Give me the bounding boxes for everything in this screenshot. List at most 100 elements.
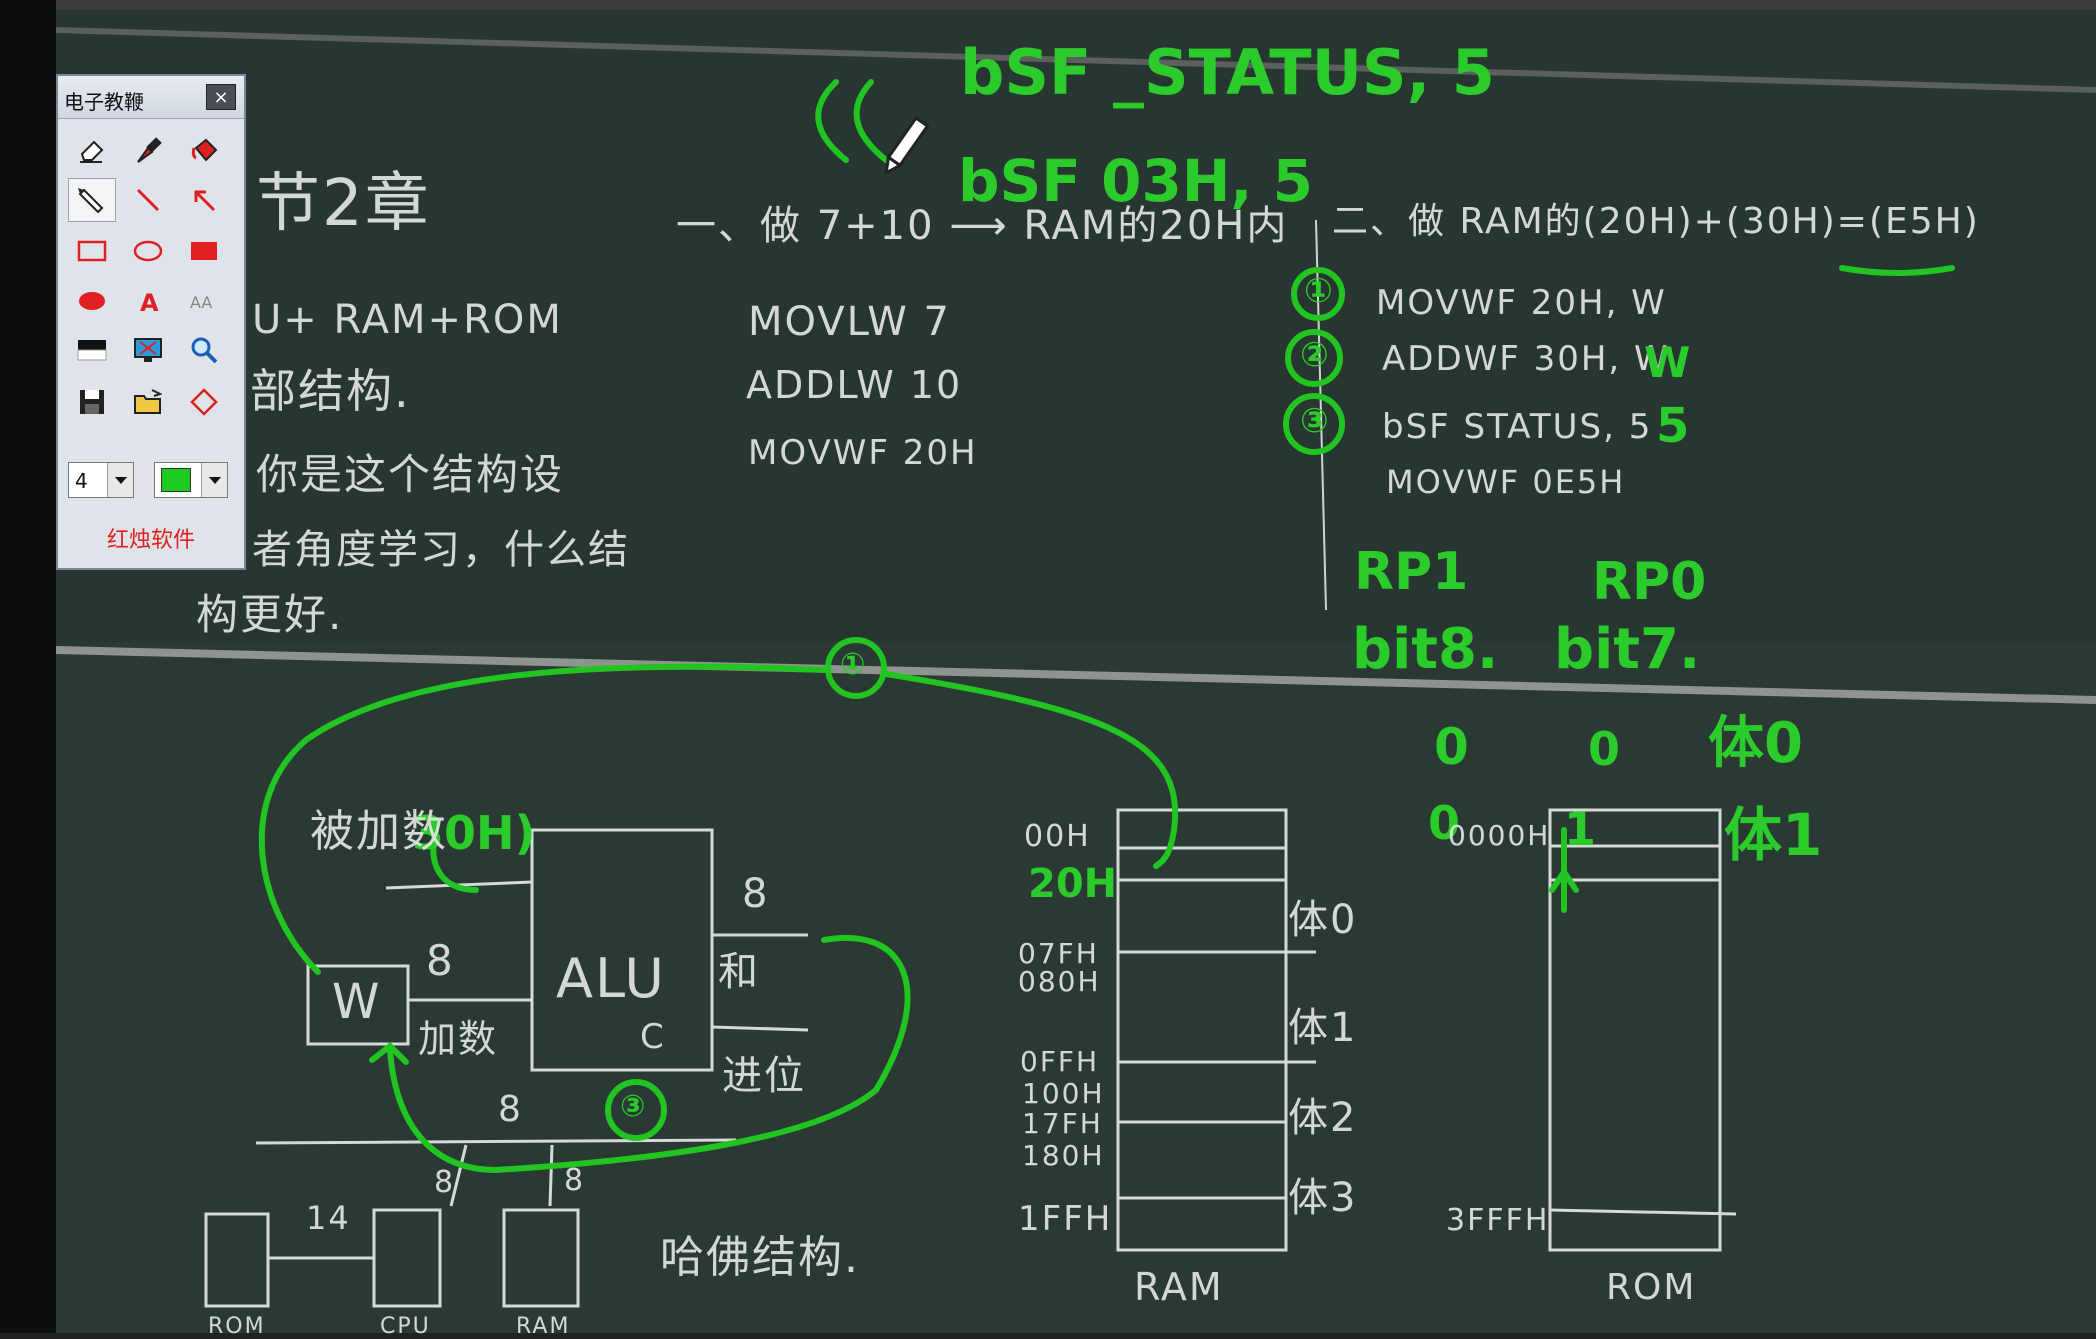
zoom-icon[interactable]: [180, 328, 228, 372]
diamond-icon[interactable]: [180, 380, 228, 424]
rom-column-label: ROM: [1606, 1267, 1697, 1308]
window-top-bar: [0, 0, 2096, 10]
rp1-val-0b: 0: [1428, 796, 1461, 850]
task1-code-3: MOVWF 20H: [748, 433, 978, 473]
pen-icon[interactable]: [68, 178, 116, 222]
screen-icon[interactable]: [124, 328, 172, 372]
pen-color-dropdown-button[interactable]: [201, 463, 227, 497]
toolbar-window[interactable]: 电子教鞭 ×: [56, 74, 246, 570]
filled-rectangle-icon[interactable]: [180, 228, 228, 272]
ram-bank-0: 体0: [1288, 897, 1358, 943]
ram-addr-00h: 00H: [1024, 819, 1091, 854]
ram-addr-17fh: 17FH: [1022, 1107, 1103, 1140]
task1-title: 一、做 7+10 ⟶ RAM的20H内: [676, 203, 1289, 249]
ellipse-icon[interactable]: [124, 228, 172, 272]
ram-addr-0ffh: 0FFH: [1020, 1045, 1100, 1078]
screen-black-icon[interactable]: [68, 328, 116, 372]
bottom-box-rom: ROM: [208, 1314, 266, 1339]
note-line-5: 构更好.: [196, 590, 344, 639]
augend-label: 被加数: [310, 806, 448, 857]
chapter-title: 节2章: [256, 167, 431, 241]
close-button[interactable]: ×: [206, 84, 236, 110]
note-line-2: 部结构.: [250, 364, 411, 418]
board-frame-divider: [56, 646, 2096, 704]
svg-text:AA: AA: [190, 293, 212, 312]
bit7-label: bit7.: [1554, 617, 1701, 682]
task1-code-1: MOVLW 7: [748, 299, 951, 345]
addend-label: 加数: [418, 1017, 499, 1061]
w-register: W: [332, 974, 382, 1030]
rp0-label: RP0: [1592, 552, 1707, 612]
pen-color-select[interactable]: [154, 462, 228, 498]
pen-cursor-icon: [884, 115, 930, 176]
ram-addr-07fh: 07FH: [1018, 937, 1099, 970]
tool-grid: A AA: [62, 126, 240, 514]
rom-memory-map: [1548, 808, 1737, 1252]
task2-title: 二、做 RAM的(20H)+(30H)=(E5H): [1332, 201, 1980, 242]
bus-width-sum: 8: [742, 871, 770, 917]
eraser-icon[interactable]: [68, 128, 116, 172]
chevron-down-icon: [209, 477, 221, 484]
alu-label: ALU: [556, 947, 666, 1010]
ram-bank-2: 体2: [1288, 1095, 1358, 1141]
harvard-label: 哈佛结构.: [660, 1232, 860, 1283]
svg-text:A: A: [140, 289, 159, 316]
filled-ellipse-icon[interactable]: [68, 278, 116, 322]
sum-label: 和: [718, 949, 760, 995]
rom-addr-3fffh: 3FFFH: [1446, 1203, 1550, 1238]
bit8-label: bit8.: [1352, 617, 1499, 682]
paint-bucket-icon[interactable]: [180, 128, 228, 172]
bus-width-cpu: 8: [434, 1165, 456, 1200]
font-size-icon[interactable]: AA: [180, 278, 228, 322]
green-five: 5: [1656, 398, 1690, 454]
arrow-icon[interactable]: [180, 178, 228, 222]
board-frame-top: [56, 27, 2096, 93]
chevron-down-icon: [115, 477, 127, 484]
pen-width-select[interactable]: 4: [68, 462, 134, 498]
blackboard-photo: 节2章 U+ RAM+ROM 部结构. 你是这个结构设 者角度学习，什么结 构更…: [56, 10, 2096, 1338]
rp1-val-0: 0: [1434, 718, 1469, 776]
alu-carry-c: C: [640, 1017, 666, 1057]
toolbar-title: 电子教鞭: [64, 90, 144, 114]
ram-addr-1ffh: 1FFH: [1018, 1199, 1113, 1239]
green-note-top1: bSF _STATUS, 5: [960, 36, 1495, 109]
rp0-val-0: 0: [1588, 722, 1621, 776]
green-20h: 20H: [1028, 861, 1118, 907]
green-bank1: 体1: [1724, 801, 1823, 869]
green-circle-1: ①: [840, 647, 866, 682]
bus-width-ram: 8: [564, 1163, 586, 1198]
ram-bank-3: 体3: [1288, 1175, 1358, 1221]
text-icon[interactable]: A: [124, 278, 172, 322]
ram-memory-map: [1116, 808, 1316, 1252]
task1-code-2: ADDLW 10: [746, 363, 963, 407]
board-drawings: [56, 10, 2096, 1333]
open-icon[interactable]: [124, 380, 172, 424]
bottom-box-ram: RAM: [516, 1314, 571, 1339]
ram-addr-100h: 100H: [1022, 1077, 1105, 1110]
task2-code-3: bSF STATUS, 5: [1382, 407, 1653, 447]
rp1-label: RP1: [1354, 542, 1469, 602]
bus-width-main: 8: [498, 1089, 523, 1130]
left-dark-strip: [0, 0, 56, 1333]
ram-addr-180h: 180H: [1022, 1139, 1105, 1172]
pen-color-swatch: [161, 468, 191, 492]
note-line-3: 你是这个结构设: [256, 450, 565, 499]
step-num-3: ③: [1300, 401, 1329, 441]
bus-width-rom: 14: [306, 1199, 351, 1237]
save-icon[interactable]: [68, 380, 116, 424]
pen-width-dropdown-button[interactable]: [107, 463, 133, 497]
note-line-4: 者角度学习，什么结: [252, 527, 630, 573]
rom-addr-0000h: 0000H: [1448, 819, 1551, 852]
green-note-top2: bSF 03H, 5: [958, 147, 1313, 215]
rp0-val-1: 1: [1564, 802, 1597, 856]
bus-width-w: 8: [426, 936, 455, 985]
dropper-icon[interactable]: [124, 128, 172, 172]
line-icon[interactable]: [124, 178, 172, 222]
green-circle-3: ③: [620, 1089, 646, 1124]
ram-addr-080h: 080H: [1018, 965, 1101, 998]
green-30h: 30H): [412, 806, 536, 860]
green-annotations: [258, 79, 1955, 1174]
rectangle-icon[interactable]: [68, 228, 116, 272]
note-line-1: U+ RAM+ROM: [252, 297, 563, 343]
toolbar-titlebar[interactable]: 电子教鞭 ×: [58, 76, 244, 119]
